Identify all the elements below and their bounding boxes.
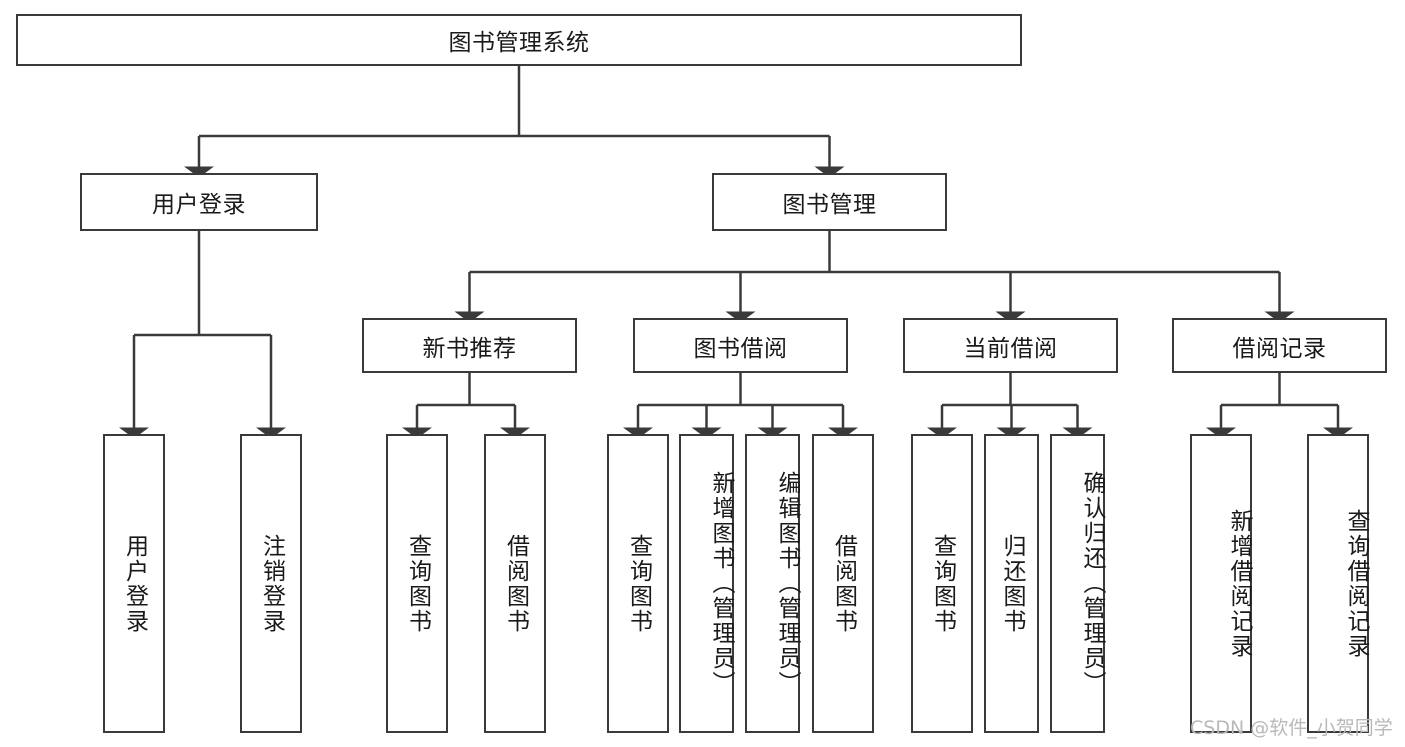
- node-l3_1[interactable]: 注销登录: [240, 434, 302, 733]
- node-label: 确认归还（管理员）: [1079, 471, 1105, 696]
- node-label: 当前借阅: [963, 335, 1058, 362]
- node-l3_0[interactable]: 用户登录: [103, 434, 165, 733]
- node-label: 图书借阅: [693, 335, 788, 362]
- node-label: 注销登录: [258, 533, 285, 634]
- node-l3_2[interactable]: 查询图书: [386, 434, 448, 733]
- node-label: 用户登录: [121, 533, 148, 634]
- watermark-csdn: CSDN @软件_小贺同学: [1190, 717, 1393, 739]
- node-l1_1[interactable]: 图书管理: [712, 173, 947, 231]
- node-label: 查询借阅记录: [1343, 508, 1369, 659]
- node-label: 新书推荐: [422, 335, 517, 362]
- node-l3_5[interactable]: 新增图书（管理员）: [679, 434, 734, 733]
- node-l2_1[interactable]: 图书借阅: [633, 318, 848, 373]
- node-l2_3[interactable]: 借阅记录: [1172, 318, 1387, 373]
- node-label: 新增借阅记录: [1226, 508, 1252, 659]
- node-label: 图书管理: [782, 192, 877, 218]
- node-l3_7[interactable]: 借阅图书: [812, 434, 874, 733]
- node-l3_12[interactable]: 查询借阅记录: [1307, 434, 1369, 733]
- node-l3_4[interactable]: 查询图书: [607, 434, 669, 733]
- node-l3_10[interactable]: 确认归还（管理员）: [1050, 434, 1105, 733]
- node-label: 查询图书: [404, 533, 431, 634]
- node-l2_0[interactable]: 新书推荐: [362, 318, 577, 373]
- node-l3_9[interactable]: 归还图书: [984, 434, 1039, 733]
- node-l3_11[interactable]: 新增借阅记录: [1190, 434, 1252, 733]
- node-label: 图书管理系统: [448, 30, 590, 56]
- node-l2_2[interactable]: 当前借阅: [903, 318, 1118, 373]
- node-label: 查询图书: [625, 533, 652, 634]
- node-label: 借阅图书: [502, 533, 529, 634]
- node-l1_0[interactable]: 用户登录: [80, 173, 318, 231]
- node-l3_8[interactable]: 查询图书: [911, 434, 973, 733]
- node-label: 查询图书: [929, 533, 956, 634]
- node-label: 编辑图书（管理员）: [774, 471, 800, 696]
- node-label: 用户登录: [152, 192, 246, 218]
- node-label: 借阅图书: [830, 533, 857, 634]
- node-label: 借阅记录: [1232, 335, 1327, 362]
- node-root[interactable]: 图书管理系统: [16, 14, 1022, 66]
- node-l3_6[interactable]: 编辑图书（管理员）: [745, 434, 800, 733]
- node-label: 归还图书: [999, 533, 1025, 634]
- node-l3_3[interactable]: 借阅图书: [484, 434, 546, 733]
- node-label: 新增图书（管理员）: [708, 471, 734, 696]
